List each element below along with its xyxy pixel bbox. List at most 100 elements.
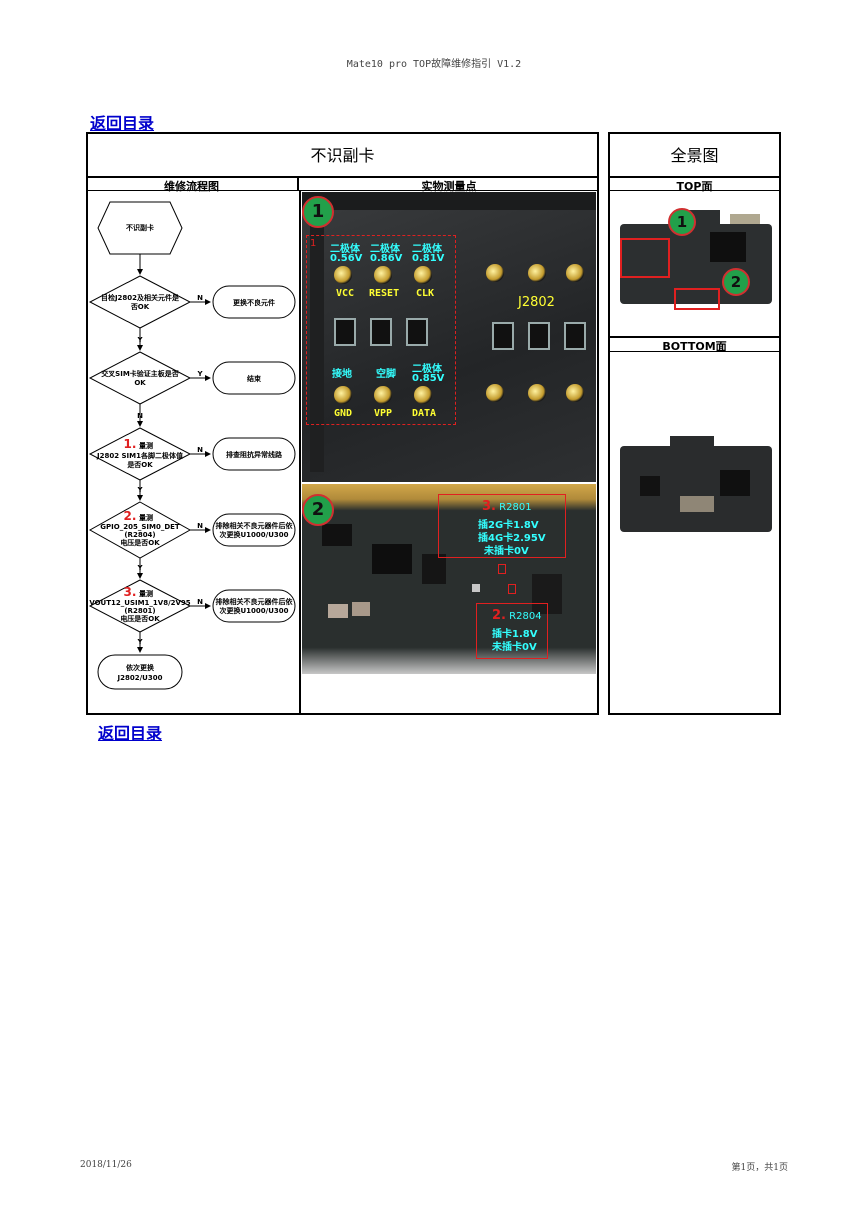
contact-slot xyxy=(528,322,550,350)
component xyxy=(472,584,480,592)
flow-d3-line3: 是否OK xyxy=(126,460,153,469)
vpp-kind: 空脚 xyxy=(376,365,396,380)
bottom-side-header: BOTTOM面 xyxy=(608,336,781,352)
flow-d1-line2: 否OK xyxy=(130,303,150,311)
r2804-ref: R2804 xyxy=(509,611,541,622)
connector-pad xyxy=(486,264,504,282)
flow-d4-line1: 量测 xyxy=(139,513,153,522)
r2801-num: 3. xyxy=(482,499,496,514)
top-board-image: 1 2 xyxy=(620,210,772,314)
flow-r4-line1: 排除相关不良元器件后依 xyxy=(216,521,294,530)
flow-y-label: Y xyxy=(136,564,143,572)
back-to-contents-link-bottom[interactable]: 返回目录 xyxy=(98,720,162,744)
flow-d5-num: 3. xyxy=(124,585,137,599)
component xyxy=(372,544,412,574)
reset-value: 0.86V xyxy=(370,253,402,264)
vcc-pad xyxy=(334,266,352,284)
flow-n-label: N xyxy=(197,294,203,302)
contact-slot xyxy=(564,322,586,350)
flow-d5-line2: VOUT12_USIM1_1V8/2V95 xyxy=(89,599,190,607)
clk-pad xyxy=(414,266,432,284)
r2801-ref: R2801 xyxy=(499,502,531,513)
connector-edge xyxy=(302,192,596,210)
bottom-side-label: BOTTOM面 xyxy=(608,338,781,354)
measure-column-header: 实物测量点 xyxy=(299,178,599,191)
measure-point-1-badge: 1 xyxy=(302,196,334,228)
data-label: DATA xyxy=(412,408,436,419)
table-title: 不识副卡 xyxy=(310,142,374,166)
contact-slot xyxy=(370,318,392,346)
component xyxy=(322,524,352,546)
board-chip xyxy=(640,476,660,496)
flow-r3-text: 排查阻抗异常线路 xyxy=(226,450,283,459)
reset-label: RESET xyxy=(369,288,399,299)
gnd-kind: 接地 xyxy=(332,365,352,380)
flow-decision-1 xyxy=(90,276,190,328)
data-pad xyxy=(414,386,432,404)
component xyxy=(328,604,348,618)
flow-n-label: N xyxy=(197,598,203,606)
clk-value: 0.81V xyxy=(412,253,444,264)
top-area-2-highlight xyxy=(674,288,720,310)
flow-d4-line3: (R2804) xyxy=(124,531,155,539)
r2801-nocard: 未插卡0V xyxy=(484,542,529,557)
connector-pad xyxy=(566,384,584,402)
flow-d3-line1: 量测 xyxy=(139,441,153,450)
flow-y-label: Y xyxy=(136,486,143,494)
board-chip xyxy=(710,232,746,262)
footer-page: 第1页，共1页 xyxy=(732,1160,788,1173)
flow-d4-num: 2. xyxy=(124,509,137,523)
flow-end-shape xyxy=(98,655,182,689)
r2804-nocard: 未插卡0V xyxy=(492,638,537,653)
flow-n-label: N xyxy=(197,446,203,454)
flow-r2-text: 结束 xyxy=(246,374,262,383)
flow-r5-line2: 次更换U1000/U300 xyxy=(219,606,288,615)
contact-slot xyxy=(334,318,356,346)
flow-end-line1: 依次更换 xyxy=(126,663,155,672)
connector-pad xyxy=(486,384,504,402)
r2801-title: 3. R2801 xyxy=(482,499,532,514)
flow-d2-line2: OK xyxy=(134,379,146,387)
flow-r5-line1: 排除相关不良元器件后依 xyxy=(216,597,294,606)
overview-title-row: 全景图 xyxy=(608,132,781,178)
flow-d3-num: 1. xyxy=(124,437,137,451)
top-side-label: TOP面 xyxy=(608,178,781,194)
flow-d5-line3: (R2801) xyxy=(124,607,155,615)
top-side-header: TOP面 xyxy=(608,178,781,191)
clk-label: CLK xyxy=(416,288,434,299)
flow-result-5 xyxy=(213,590,295,622)
board-flex xyxy=(670,436,714,456)
flow-d5-line1: 量测 xyxy=(139,589,153,598)
board-shield xyxy=(680,496,714,512)
bottom-board-image xyxy=(620,436,772,536)
column-divider xyxy=(299,191,301,715)
back-to-contents-link[interactable]: 返回目录 xyxy=(90,110,154,134)
component xyxy=(352,602,370,616)
flow-end-line2: J2802/U300 xyxy=(117,674,163,682)
vpp-label: VPP xyxy=(374,408,392,419)
overview-title: 全景图 xyxy=(670,142,718,166)
pcb-measure-photo: 2 3. R2801 插2G卡1.8V 插4G卡2.95V 未插卡0V 2. R… xyxy=(302,484,596,674)
connector-pad xyxy=(528,384,546,402)
repair-flowchart: 不识副卡 目检J2802及相关元件是 否OK N 更换不良元件 Y 交叉SIM卡… xyxy=(88,192,298,712)
flow-d4-line4: 电压是否OK xyxy=(120,538,160,547)
r2801-marker xyxy=(498,564,506,574)
sim-connector-photo: 1 1 二极体 0.56V VCC 二极体 0.86V RESET 二极体 0.… xyxy=(302,192,596,482)
vcc-label: VCC xyxy=(336,288,354,299)
flow-y-label: Y xyxy=(196,370,203,378)
vcc-value: 0.56V xyxy=(330,253,362,264)
vpp-pad xyxy=(374,386,392,404)
flow-n-label: N xyxy=(137,412,143,420)
overview-badge-2: 2 xyxy=(722,268,750,296)
r2804-title: 2. R2804 xyxy=(492,608,542,623)
flow-result-4 xyxy=(213,514,295,546)
gnd-pad xyxy=(334,386,352,404)
connector-label: J2802 xyxy=(518,295,555,310)
reset-pad xyxy=(374,266,392,284)
top-area-1-highlight xyxy=(620,238,670,278)
flow-d3-line2: J2802 SIM1各脚二极体值 xyxy=(96,451,183,460)
flow-n-label: N xyxy=(197,522,203,530)
footer-date: 2018/11/26 xyxy=(80,1160,132,1170)
flow-d2-line1: 交叉SIM卡验证主板是否 xyxy=(101,369,179,378)
flow-y-label: Y xyxy=(136,336,143,344)
